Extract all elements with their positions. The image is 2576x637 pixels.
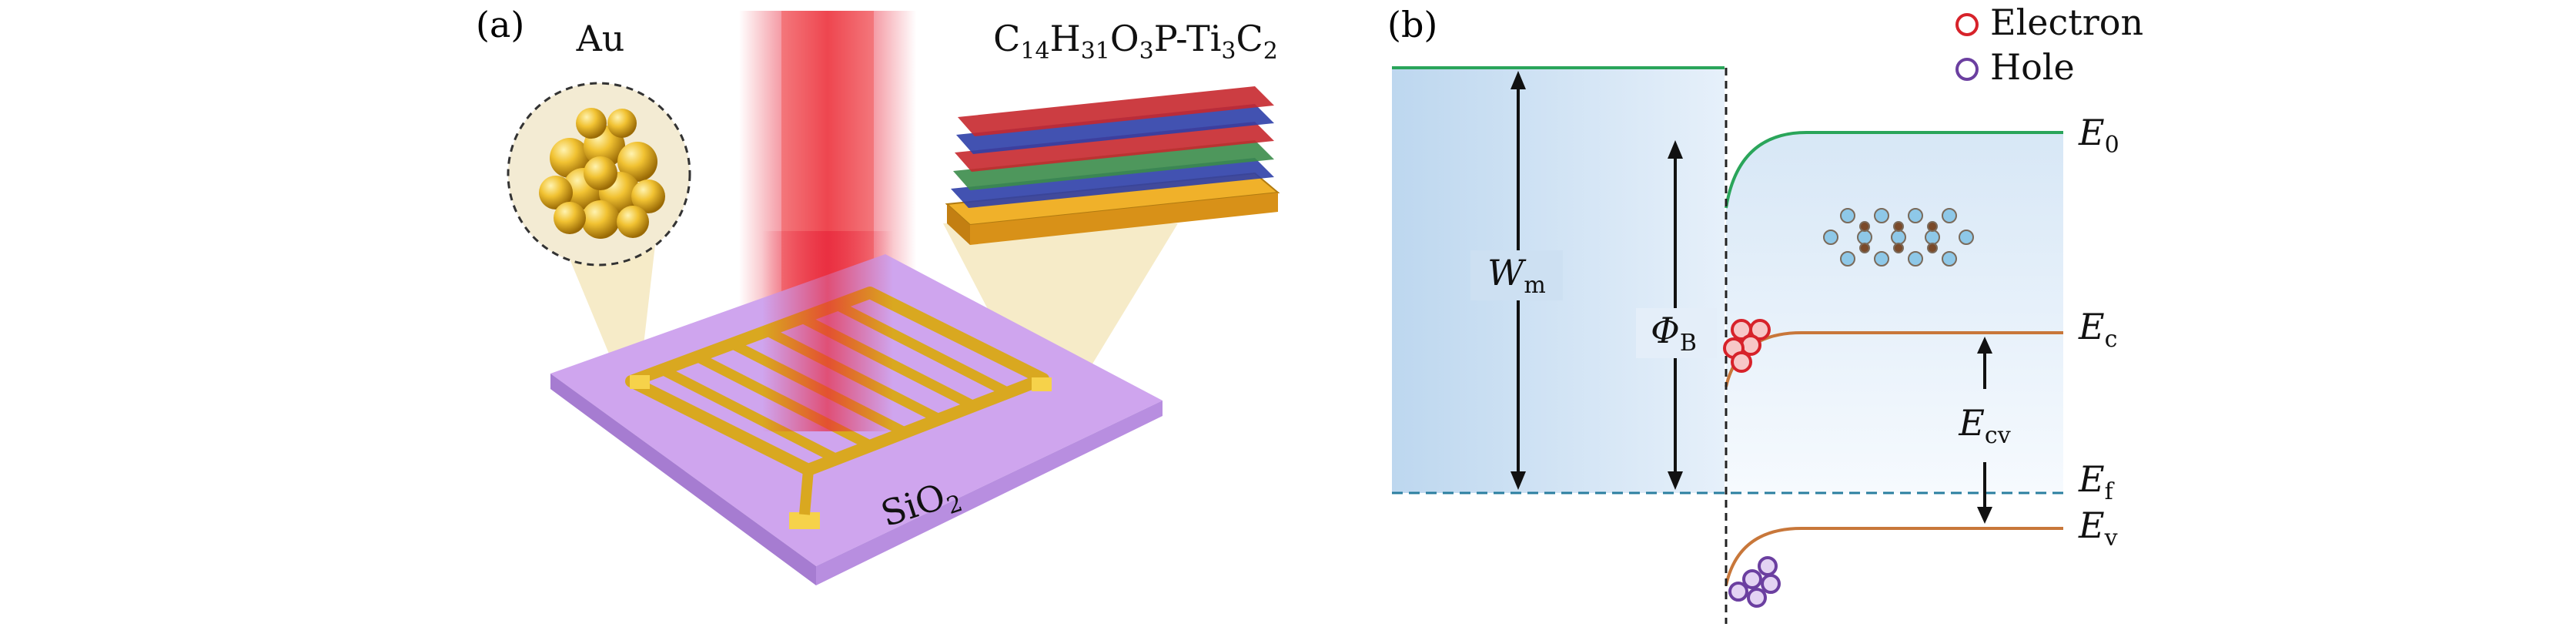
mxene-material-label: C14H31O3P-Ti3C2 (993, 18, 1278, 65)
mat-o: O (1110, 18, 1139, 59)
electrode-pad-bottom (789, 512, 820, 529)
panel-a: (a) Au (476, 4, 1280, 585)
panel-b-label: (b) (1387, 4, 1437, 45)
mat-n5: 2 (1263, 38, 1278, 65)
ecv-arrow: Ecv (1958, 337, 2011, 524)
semiconductor-region (1726, 132, 2063, 493)
mxene-lattice-icon (1823, 208, 1974, 267)
legend-hole-icon (1955, 58, 1979, 81)
valence-band (1725, 527, 2063, 586)
mat-n2: 31 (1081, 38, 1110, 65)
au-nanocluster-inset (507, 82, 691, 389)
ev-label: Ev (2078, 505, 2118, 552)
electron-cluster (1723, 319, 1771, 373)
e0-label: E0 (2078, 112, 2119, 159)
legend-electron-label: Electron (1990, 2, 2143, 43)
mat-n1: 14 (1020, 38, 1049, 65)
mxene-inset-cone (943, 223, 1178, 401)
mat-c: C (993, 18, 1020, 59)
ec-label: Ec (2078, 306, 2117, 353)
ecv-label: Ecv (1958, 402, 2010, 449)
mat-n4: 3 (1221, 38, 1236, 65)
gold-nanoparticles (539, 108, 665, 239)
phib-label: ΦB (1651, 310, 1697, 357)
ef-label: Ef (2078, 458, 2115, 505)
electrode-pad-right (1032, 377, 1052, 391)
mxene-layer-inset (943, 86, 1280, 401)
phib-arrow: ΦB (1636, 140, 1717, 490)
legend-hole-label: Hole (1990, 46, 2075, 88)
wm-arrow: Wm (1470, 71, 1563, 490)
panel-a-label: (a) (476, 4, 524, 45)
mxene-layers (951, 86, 1274, 208)
semiconductor-vacuum-level (1725, 130, 2063, 209)
wm-label: Wm (1487, 252, 1546, 299)
mat-h: H (1050, 18, 1081, 59)
legend-electron-icon (1955, 13, 1979, 36)
mat-n3: 3 (1139, 38, 1154, 65)
hole-cluster (1728, 556, 1781, 608)
laser-spot (762, 231, 893, 431)
au-label: Au (576, 18, 625, 59)
electrode-pad-left (630, 375, 650, 389)
legend: Electron Hole (1955, 2, 2143, 88)
mat-c2: C (1236, 18, 1263, 59)
mat-p: P-Ti (1154, 18, 1222, 59)
panel-b: (b) Electron Hole Wm (1387, 2, 2143, 624)
